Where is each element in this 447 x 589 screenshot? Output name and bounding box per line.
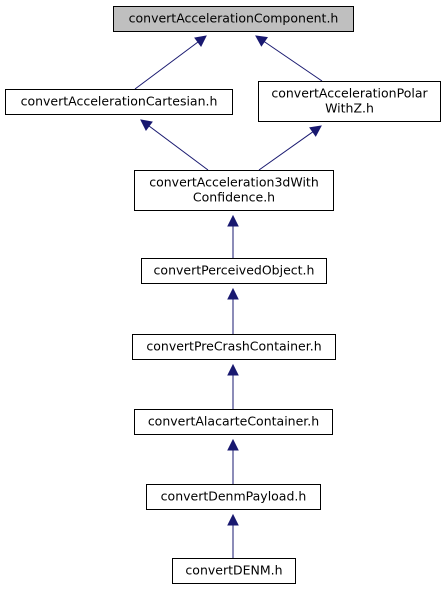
node-label: Confidence.h <box>193 190 275 205</box>
arrowhead-icon <box>140 119 153 131</box>
arrowhead-icon <box>227 438 239 451</box>
nodes-layer: convertAccelerationComponent.h convertAcc… <box>5 6 441 584</box>
node-box <box>134 409 333 435</box>
edge-n6-to-n5 <box>227 363 239 409</box>
node-label: convertAccelerationComponent.h <box>129 11 339 26</box>
node-file[interactable]: convertDENM.h <box>172 558 296 584</box>
arrowhead-icon <box>309 125 322 137</box>
arrowhead-icon <box>255 35 268 47</box>
edge-line <box>134 41 199 90</box>
node-label: convertDenmPayload.h <box>161 489 307 504</box>
arrowhead-icon <box>227 363 239 376</box>
node-label: convertAccelerationPolar <box>271 86 428 101</box>
arrowhead-icon <box>194 35 207 47</box>
edge-n7-to-n6 <box>227 438 239 484</box>
edge-n1-to-n0 <box>134 35 207 90</box>
node-file[interactable]: convertAccelerationCartesian.h <box>5 89 233 115</box>
edge-line <box>258 131 314 171</box>
arrowhead-icon <box>227 287 239 300</box>
edge-n8-to-n7 <box>227 513 239 558</box>
node-box <box>172 558 296 584</box>
node-box <box>141 258 327 284</box>
node-box <box>113 6 354 32</box>
edge-n5-to-n4 <box>227 287 239 334</box>
edge-n2-to-n0 <box>255 35 323 82</box>
node-label: WithZ.h <box>325 101 374 116</box>
edge-n4-to-n3 <box>227 214 239 258</box>
node-file[interactable]: convertPerceivedObject.h <box>141 258 327 284</box>
node-box <box>146 484 321 510</box>
node-file[interactable]: convertDenmPayload.h <box>146 484 321 510</box>
edges-layer <box>134 35 323 558</box>
node-label: convertAccelerationCartesian.h <box>21 94 218 109</box>
arrowhead-icon <box>227 513 239 526</box>
node-file[interactable]: convertAlacarteContainer.h <box>134 409 333 435</box>
arrowhead-icon <box>227 214 239 227</box>
node-box <box>5 89 233 115</box>
edge-n3-to-n1 <box>140 119 209 171</box>
node-file[interactable]: convertPreCrashContainer.h <box>132 334 336 360</box>
node-current-file[interactable]: convertAccelerationComponent.h <box>113 6 354 32</box>
node-box <box>132 334 336 360</box>
node-label: convertPreCrashContainer.h <box>146 339 321 354</box>
node-label: convertDENM.h <box>185 563 282 578</box>
node-label: convertAcceleration3dWith <box>149 175 319 190</box>
node-label: convertPerceivedObject.h <box>154 263 315 278</box>
edge-line <box>263 41 323 82</box>
edge-n3-to-n2 <box>258 125 322 171</box>
node-box <box>134 170 334 211</box>
node-box <box>258 81 441 122</box>
edge-line <box>148 125 209 171</box>
node-label: convertAlacarteContainer.h <box>148 414 319 429</box>
